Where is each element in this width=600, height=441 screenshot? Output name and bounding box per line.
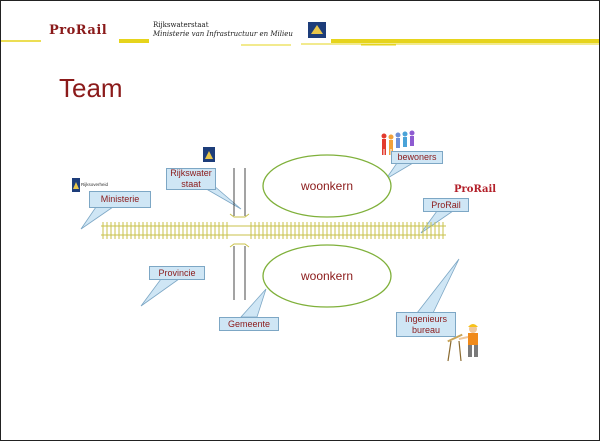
woonkern-top-ellipse — [262, 154, 392, 218]
page-title: Team — [59, 73, 123, 103]
callout-ministerie: Ministerie — [89, 191, 151, 208]
woonkern-bottom-ellipse — [262, 244, 392, 308]
woonkern-top-label: woonkern — [300, 179, 354, 193]
callout-bewoners: bewoners — [391, 151, 443, 164]
callout-ingenieursbureau: Ingenieurs bureau — [396, 312, 456, 337]
engineer-icon — [447, 324, 478, 362]
people-icon — [381, 130, 415, 155]
woonkern-bottom-label: woonkern — [300, 269, 354, 283]
rws-logo-text: Rijkswaterstaat Ministerie van Infrastru… — [153, 21, 293, 39]
callout-provincie: Provincie — [149, 266, 205, 280]
prorail-small-logo: ProRail — [454, 184, 497, 195]
callout-prorail: ProRail — [423, 198, 469, 212]
rijksoverheid-label: Rijksoverheid — [81, 182, 109, 187]
callout-gemeente: Gemeente — [219, 317, 279, 331]
railway-track — [101, 222, 446, 239]
prorail-logo: ProRail — [49, 23, 108, 38]
rws-ministry: Ministerie van Infrastructuur en Milieu — [153, 30, 293, 38]
callout-rijkswaterstaat: Rijkswater staat — [166, 168, 216, 190]
rws-name: Rijkswaterstaat — [153, 21, 209, 29]
header-lines — [1, 39, 599, 46]
road-lines — [233, 168, 246, 300]
